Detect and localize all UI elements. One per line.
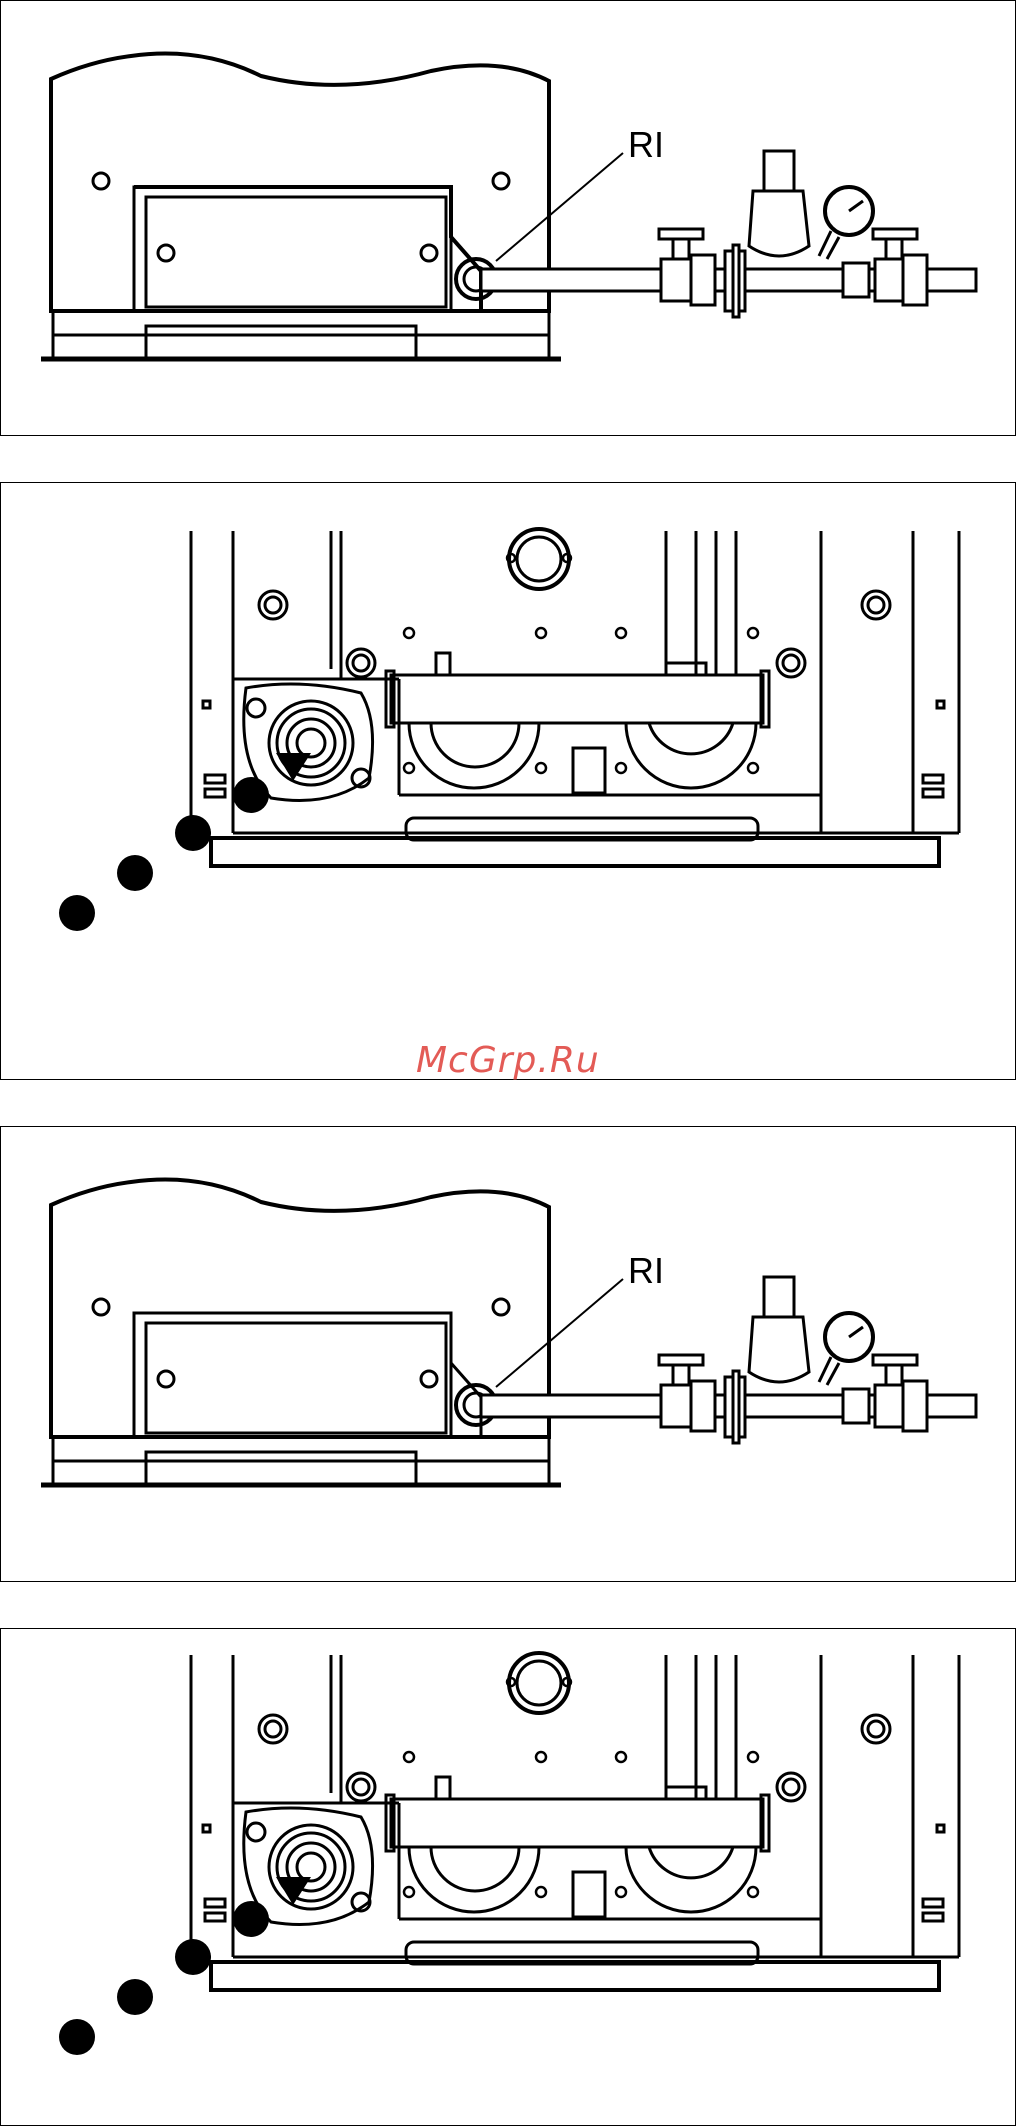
front-view-diagram xyxy=(1,483,1017,1081)
panel-front-view-1 xyxy=(0,482,1016,1080)
ri-label: RI xyxy=(628,124,664,165)
front-view-diagram xyxy=(1,1629,1017,2127)
side-view-diagram: RI xyxy=(1,1127,1017,1583)
panel-front-view-2 xyxy=(0,1628,1016,2126)
watermark-text: McGrp.Ru xyxy=(416,1040,600,1081)
side-view-diagram: RI xyxy=(1,1,1017,437)
panel-side-view-2: RI xyxy=(0,1126,1016,1582)
panel-side-view-1: RI xyxy=(0,0,1016,436)
ri-label: RI xyxy=(628,1250,664,1291)
